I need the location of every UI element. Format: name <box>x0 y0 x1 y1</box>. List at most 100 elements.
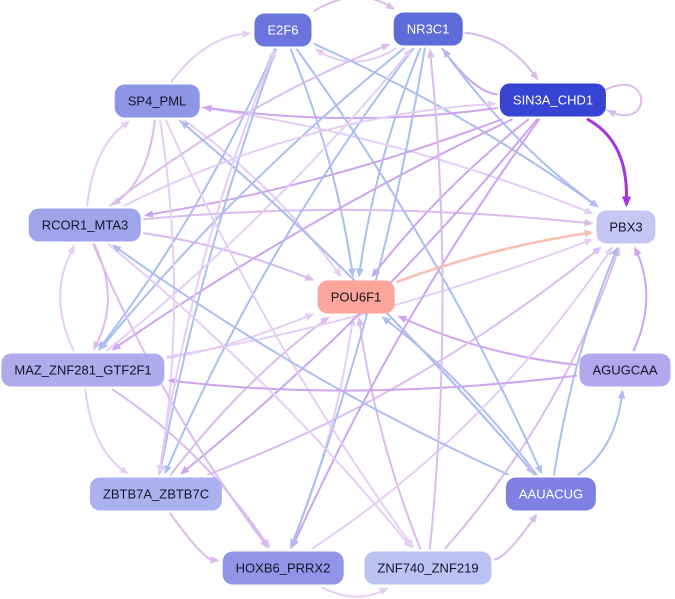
edge-znf740-nr3c1 <box>427 48 444 550</box>
edge-line <box>107 243 409 545</box>
edge-arrowhead <box>529 513 538 523</box>
edge-line <box>183 119 339 273</box>
node-pbx3[interactable]: PBX3 <box>596 210 656 244</box>
edge-znf740-pou6f1 <box>356 316 422 550</box>
edge-sp4-e2f6 <box>170 30 252 83</box>
edge-arrowhead <box>583 207 594 215</box>
edge-arrowhead <box>242 30 252 38</box>
edge-arrowhead <box>403 539 412 549</box>
edge-line <box>123 103 491 207</box>
edge-line <box>464 31 536 76</box>
edge-line <box>93 243 109 346</box>
edge-line <box>374 118 530 273</box>
edge-arrowhead <box>290 538 298 549</box>
edge-e2f6-aauacug <box>296 48 543 475</box>
edge-arrowhead <box>379 587 389 595</box>
edge-arrowhead <box>397 315 408 323</box>
edge-rcor1-sin3a <box>123 100 497 207</box>
edge-line <box>577 395 623 476</box>
edge-line <box>160 48 277 469</box>
edge-arrowhead <box>111 342 121 351</box>
edge-line <box>170 32 246 83</box>
edge-line <box>402 317 578 366</box>
edge-hoxb6-pbx3 <box>311 246 613 550</box>
edge-line <box>358 47 422 272</box>
edge-rcor1-maz <box>93 243 109 351</box>
edge-arrowhead <box>210 556 220 564</box>
edge-arrowhead <box>583 238 594 246</box>
node-nr3c1[interactable]: NR3C1 <box>393 12 463 46</box>
node-zbtb7a[interactable]: ZBTB7A_ZBTB7C <box>89 477 223 511</box>
edge-line <box>296 48 541 470</box>
edge-arrowhead <box>164 464 172 475</box>
node-rcor1[interactable]: RCOR1_MTA3 <box>28 208 142 242</box>
edge-pou6f1-pbx3 <box>396 229 594 283</box>
edge-arrowhead <box>320 316 330 325</box>
edge-arrowhead <box>202 104 212 113</box>
edge-zbtb7a-pbx3 <box>207 246 602 476</box>
edge-znf740-aauacug <box>493 513 538 561</box>
edge-line <box>313 0 390 12</box>
edge-line <box>169 319 326 476</box>
edge-arrowhead <box>268 49 276 60</box>
edge-arrowhead <box>622 196 632 208</box>
edge-sin3a-pou6f1 <box>371 118 530 278</box>
node-sin3a[interactable]: SIN3A_CHD1 <box>499 83 607 117</box>
edge-line <box>289 48 354 272</box>
edge-arrowhead <box>584 229 594 238</box>
edge-line <box>201 106 588 213</box>
edge-hoxb6-pou6f1 <box>289 316 356 550</box>
edge-line <box>116 118 513 348</box>
node-e2f6[interactable]: E2F6 <box>254 13 312 47</box>
edge-rcor1-pou6f1 <box>143 232 315 281</box>
edge-line <box>444 252 619 550</box>
edge-arrowhead <box>381 316 391 325</box>
edge-arrowhead <box>356 316 364 326</box>
edge-arrowhead <box>617 389 626 399</box>
node-agugcaa[interactable]: AGUGCAA <box>579 353 671 387</box>
edge-maz-nr3c1 <box>106 48 412 352</box>
edge-line <box>321 586 384 598</box>
edge-rcor1-nr3c1 <box>109 43 391 207</box>
edge-line <box>428 54 444 550</box>
edge-e2f6-pou6f1 <box>289 48 356 278</box>
edge-arrowhead <box>634 246 642 257</box>
edge-line <box>553 252 617 476</box>
edge-arrowhead <box>427 48 435 58</box>
edge-nr3c1-sin3a <box>464 31 539 81</box>
edge-line <box>111 388 267 544</box>
edge-arrowhead <box>530 71 539 81</box>
node-hoxb6[interactable]: HOXB6_PRRX2 <box>222 551 344 585</box>
node-znf740[interactable]: ZNF740_ZNF219 <box>364 551 492 585</box>
edge-hoxb6-znf740 <box>321 586 389 598</box>
edge-arrowhead <box>120 120 131 129</box>
edge-arrowhead <box>487 100 497 108</box>
edge-arrowhead <box>592 246 602 256</box>
edge-arrowhead <box>119 466 129 475</box>
node-aauacug[interactable]: AAUACUG <box>505 477 597 511</box>
edge-line <box>84 388 125 472</box>
edge-arrowhead <box>304 273 315 281</box>
edge-line <box>207 249 598 476</box>
edge-e2f6-nr3c1 <box>313 0 395 12</box>
edge-sin3a-rcor1 <box>144 118 503 218</box>
edge-line <box>116 119 156 203</box>
edge-arrowhead <box>380 43 391 51</box>
edge-e2f6-maz <box>97 48 276 351</box>
edge-sin3a-sin3a <box>604 83 643 118</box>
edge-line <box>293 118 540 544</box>
edge-arrowhead <box>584 218 594 227</box>
edge-arrowhead <box>261 538 270 549</box>
node-pou6f1[interactable]: POU6F1 <box>317 280 395 314</box>
edge-sin3a-pbx3 <box>586 118 632 208</box>
node-maz[interactable]: MAZ_ZNF281_GTF2F1 <box>1 353 165 387</box>
edge-arrowhead <box>356 268 364 278</box>
edge-arrowhead <box>93 340 101 351</box>
node-sp4[interactable]: SP4_PML <box>114 84 200 118</box>
edge-arrowhead <box>180 465 190 475</box>
edge-line <box>86 123 126 207</box>
edge-sin3a-maz <box>111 118 513 351</box>
edge-line <box>143 232 309 279</box>
edge-arrowhead <box>97 341 107 351</box>
